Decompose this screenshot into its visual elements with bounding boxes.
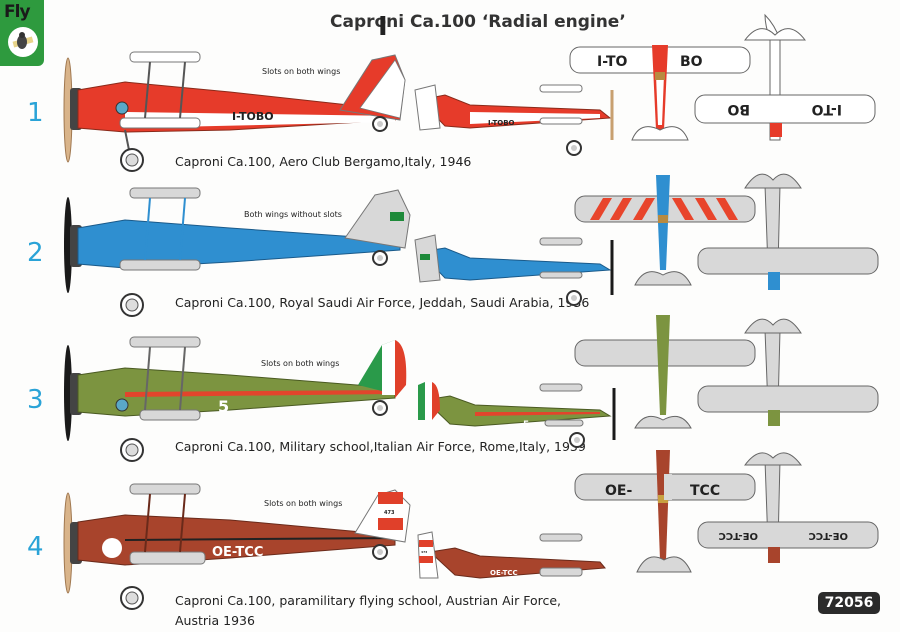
scheme-1-top-wing-left: I-TO [597, 54, 628, 70]
scheme-2-side-profile [64, 187, 411, 317]
scheme-3-small-registration: 5 [523, 420, 529, 430]
fly-logo: Fly [0, 0, 44, 66]
scheme-4-small-tail-number: 473 [421, 550, 427, 554]
scheme-4-under-wing-right: OE-TCC [808, 530, 848, 541]
scheme-1-under-wing-right: I-TO [811, 101, 842, 117]
scheme-4-top-view: OE- TCC [574, 450, 756, 573]
scheme-3-note: Slots on both wings [261, 359, 340, 368]
scheme-4-top-wing-right: TCC [690, 483, 720, 499]
caption-line: Caproni Ca.100, paramilitary flying scho… [175, 593, 562, 608]
scheme-2-bottom-view [697, 173, 879, 290]
scheme-1-small-profile: I-TOBO [414, 84, 614, 156]
scheme-4-bottom-view: OE-TCC OE-TCC [697, 452, 879, 563]
caption-line: Austria 1936 [175, 613, 255, 628]
scheme-number-1: 1 [27, 98, 44, 128]
scheme-1-registration: I-TOBO [232, 110, 274, 123]
caption-line: Caproni Ca.100, Aero Club Bergamo,Italy,… [175, 154, 472, 169]
page-title: Caproni Ca.100 ‘Radial engine’ [330, 12, 626, 32]
caption-line: Caproni Ca.100, Military school,Italian … [175, 439, 586, 454]
scheme-number-2: 2 [27, 238, 44, 268]
scheme-4-small-registration: OE-TCC [490, 569, 518, 577]
scheme-4-side-profile: 473 OE-TCC [63, 483, 411, 610]
scheme-1-top-wing-right: BO [680, 54, 703, 70]
scheme-1-under-wing-left: BO [727, 101, 750, 117]
scheme-4-caption: Caproni Ca.100, paramilitary flying scho… [175, 591, 561, 631]
lower-wing [119, 117, 201, 129]
scheme-1-top-view: I-TO BO [569, 45, 751, 141]
scheme-3-registration: 5 [218, 397, 229, 416]
scheme-1-small-registration: I-TOBO [488, 119, 515, 127]
scheme-4-registration: OE-TCC [212, 545, 263, 560]
upper-wing [129, 51, 201, 63]
scheme-4-under-wing-left: OE-TCC [718, 530, 758, 541]
logo-text: Fly [4, 2, 31, 22]
scheme-3-side-profile: 5 [64, 336, 407, 462]
caption-line: Caproni Ca.100, Royal Saudi Air Force, J… [175, 295, 590, 310]
scheme-4-top-wing-left: OE- [605, 483, 632, 499]
scheme-3-small-profile: 5 [418, 382, 616, 448]
scheme-number-3: 3 [27, 385, 44, 415]
product-code-badge: 72056 [818, 592, 880, 614]
scheme-3-caption: Caproni Ca.100, Military school,Italian … [175, 437, 586, 457]
scheme-number-4: 4 [27, 532, 44, 562]
scheme-4-note: Slots on both wings [264, 499, 343, 508]
scheme-1-tail-marking: I [378, 12, 388, 42]
scheme-2-note: Both wings without slots [244, 210, 342, 219]
scheme-1-bottom-view: BO I-TO [694, 13, 876, 141]
scheme-4-small-profile: 473 OE-TCC [417, 531, 607, 579]
scheme-1-note: Slots on both wings [262, 67, 341, 76]
scheme-3-bottom-view [697, 318, 879, 426]
scheme-2-top-view [574, 175, 756, 286]
fly-insect-badge-icon [8, 27, 38, 57]
scheme-2-small-profile [414, 234, 614, 306]
scheme-3-top-view [574, 315, 756, 429]
scheme-2-caption: Caproni Ca.100, Royal Saudi Air Force, J… [175, 293, 589, 313]
scheme-1-caption: Caproni Ca.100, Aero Club Bergamo,Italy,… [175, 152, 471, 172]
scheme-1-side-profile: I-TOBO I [63, 12, 406, 172]
saudi-flag [390, 212, 404, 221]
scheme-4-tail-number: 473 [384, 510, 395, 516]
